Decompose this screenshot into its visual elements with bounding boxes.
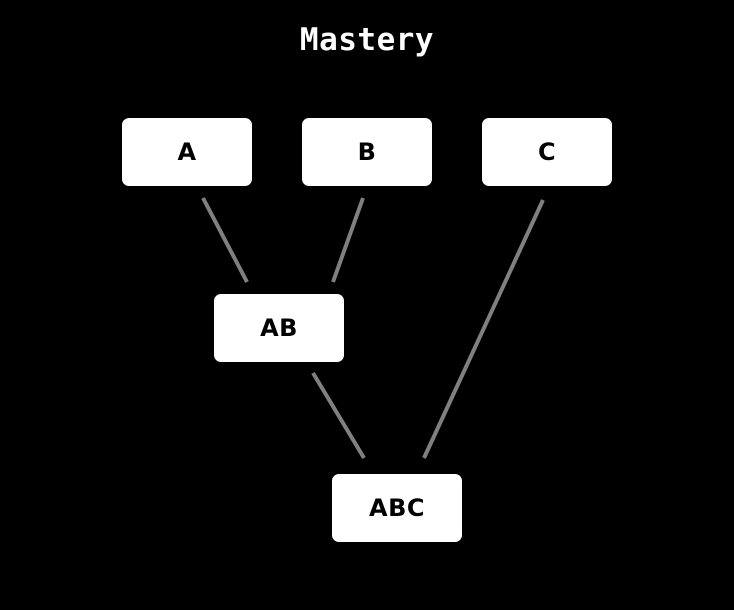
graph-edge-ab-to-abc — [311, 371, 366, 460]
graph-node-ab[interactable]: AB — [214, 294, 344, 362]
graph-node-label: B — [357, 138, 377, 166]
graph-node-b[interactable]: B — [302, 118, 432, 186]
graph-node-label: ABC — [369, 494, 425, 522]
graph-edge-a-to-ab — [201, 197, 249, 283]
page-title: Mastery — [299, 22, 435, 58]
graph-node-c[interactable]: C — [482, 118, 612, 186]
graph-edge-c-to-abc — [422, 199, 545, 459]
graph-node-a[interactable]: A — [122, 118, 252, 186]
graph-node-label: AB — [260, 314, 298, 342]
graph-node-label: A — [177, 138, 197, 166]
graph-edge-b-to-ab — [331, 197, 365, 283]
graph-node-abc[interactable]: ABC — [332, 474, 462, 542]
graph-node-label: C — [537, 138, 557, 166]
